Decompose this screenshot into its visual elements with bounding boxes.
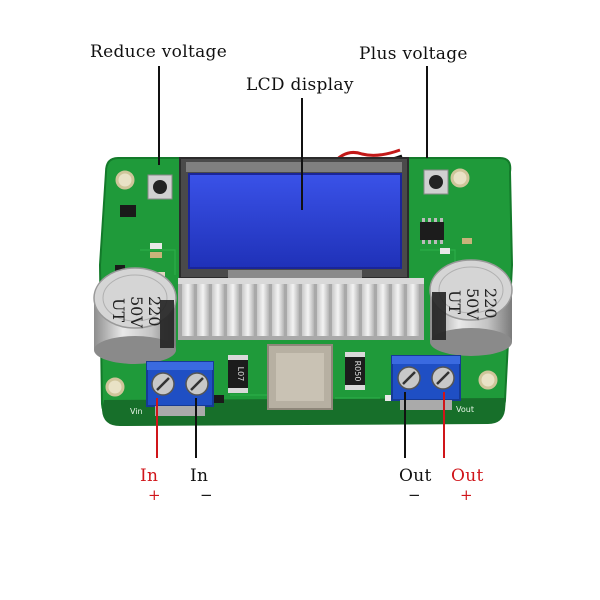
svg-text:R050: R050 <box>353 361 362 382</box>
in-negative-sign: − <box>200 486 213 504</box>
mounting-hole <box>105 377 125 397</box>
resistor-left: L07 <box>228 355 248 393</box>
out-negative-sign: − <box>408 486 421 504</box>
resistor-right: R050 <box>345 352 365 390</box>
out-positive-label: Out <box>451 466 484 486</box>
plus-voltage-label: Plus voltage <box>359 44 468 64</box>
cap-right-text-1: 220 <box>481 288 500 319</box>
lcd-display-label: LCD display <box>246 75 354 95</box>
plus-voltage-button <box>423 169 449 195</box>
cap-left-text-2: 50V <box>127 296 146 328</box>
reduce-voltage-button <box>147 174 173 200</box>
callout-lines <box>156 66 445 458</box>
reduce-voltage-label: Reduce voltage <box>90 42 228 62</box>
mounting-hole <box>478 370 498 390</box>
inductor <box>267 344 333 410</box>
ic-chip <box>420 218 444 244</box>
in-positive-sign: + <box>148 486 161 504</box>
output-terminal-block <box>391 355 461 410</box>
input-terminal-block <box>146 361 214 416</box>
lcd-display <box>179 157 409 279</box>
in-negative-label: In <box>190 466 209 486</box>
capacitor-left: 220 50V UT <box>93 267 177 364</box>
cap-right-text-2: 50V <box>463 288 482 320</box>
svg-text:L07: L07 <box>236 367 245 382</box>
cap-right-text-3: UT <box>445 290 464 314</box>
heatsink <box>178 278 424 340</box>
vin-marking: Vin <box>130 407 143 416</box>
vout-marking: Vout <box>456 405 474 414</box>
out-positive-sign: + <box>460 486 473 504</box>
out-negative-label: Out <box>399 466 432 486</box>
mounting-hole <box>450 168 470 188</box>
capacitor-right: 220 50V UT <box>429 259 513 356</box>
cap-left-text-1: 220 <box>145 296 164 327</box>
in-positive-label: In <box>140 466 159 486</box>
cap-left-text-3: UT <box>109 298 128 322</box>
mounting-hole <box>115 170 135 190</box>
